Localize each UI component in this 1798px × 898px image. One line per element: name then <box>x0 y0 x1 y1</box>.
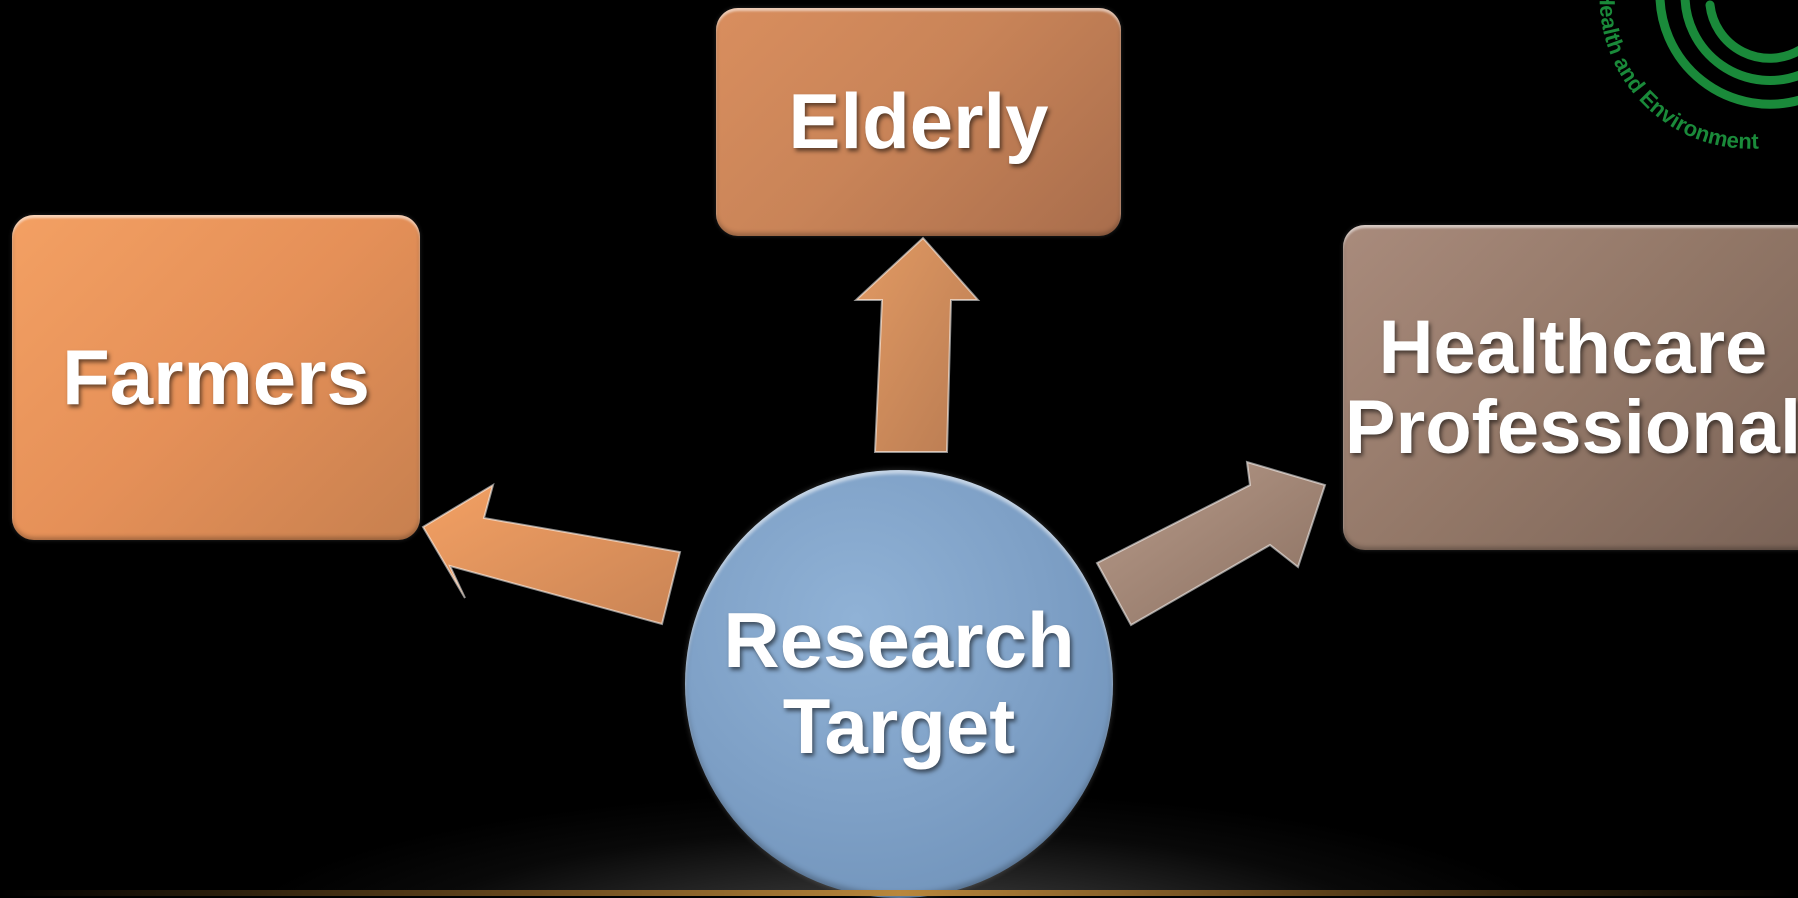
center-node-research-target: Research Target <box>685 470 1113 898</box>
node-elderly-label: Elderly <box>788 77 1049 166</box>
node-healthcare-professional: Healthcare Professional <box>1343 225 1798 550</box>
center-node-label: Research Target <box>723 596 1075 770</box>
node-farmers: Farmers <box>12 215 420 540</box>
bottom-accent-line <box>0 890 1798 896</box>
arrow-to-farmers <box>421 482 682 626</box>
node-healthcare-label: Healthcare Professional <box>1344 304 1798 470</box>
arrow-to-healthcare <box>1095 460 1327 627</box>
arrow-to-elderly <box>853 236 981 453</box>
node-elderly: Elderly <box>716 8 1121 236</box>
node-farmers-label: Farmers <box>62 332 370 421</box>
organization-logo: Health and Environment <box>1595 0 1798 154</box>
